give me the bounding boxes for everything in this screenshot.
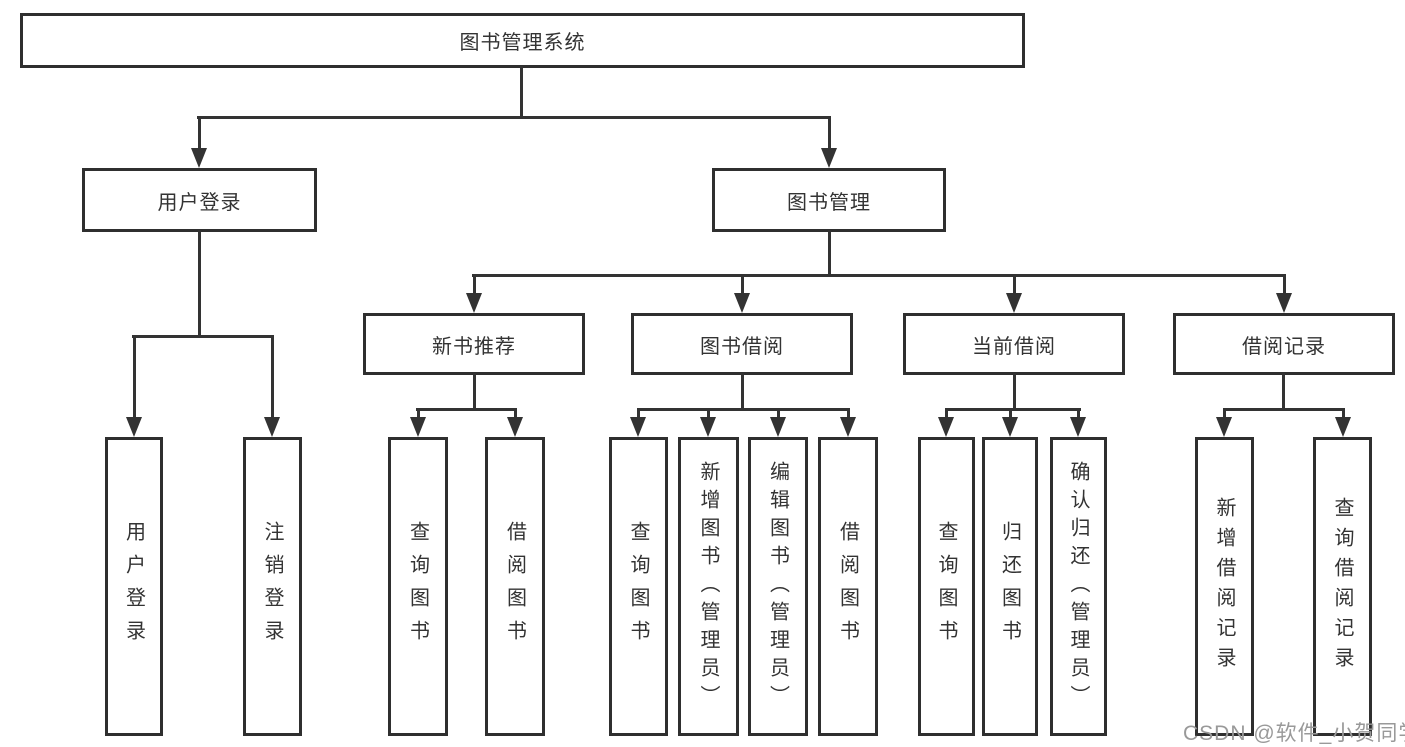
leaf-confirm-return-admin-label: 确认归还（管理员） (1067, 460, 1089, 713)
leaf-query-books-borrowing-label: 查询图书 (627, 520, 649, 653)
arrow-down-icon (264, 417, 280, 437)
leaf-query-books-current-label: 查询图书 (935, 520, 957, 653)
arrow-down-icon (126, 417, 142, 437)
leaf-user-login-label: 用户登录 (122, 520, 145, 653)
leaf-borrow-books: 借阅图书 (818, 437, 878, 736)
arrow-down-icon (840, 417, 856, 437)
arrow-down-icon (1002, 417, 1018, 437)
node-current-borrowing-label: 当前借阅 (972, 335, 1056, 358)
connector-shaft-current-borrow (1013, 274, 1016, 296)
connector-user-login-split (132, 335, 274, 338)
arrow-down-icon (507, 417, 523, 437)
connector-user-login-stem (198, 230, 201, 338)
connector-shaft (847, 408, 850, 420)
arrow-down-icon (770, 417, 786, 437)
arrow-down-icon (410, 417, 426, 437)
connector-shaft (1077, 408, 1080, 420)
node-user-login-label: 用户登录 (157, 191, 242, 214)
leaf-return-books: 归还图书 (982, 437, 1038, 736)
connector-shaft (637, 408, 640, 420)
csdn-watermark: CSDN @软件_小贺同学 (1183, 722, 1405, 745)
node-book-borrowing-label: 图书借阅 (700, 335, 784, 358)
connector-shaft (945, 408, 948, 420)
arrow-down-icon (938, 417, 954, 437)
connector-new-book-split (416, 408, 517, 411)
leaf-query-books-recommend: 查询图书 (388, 437, 448, 736)
arrow-down-icon (1216, 417, 1232, 437)
node-root-label: 图书管理系统 (459, 32, 586, 54)
leaf-user-login: 用户登录 (105, 437, 163, 736)
connector-shaft-new-book (473, 274, 476, 296)
leaf-borrow-books-recommend-label: 借阅图书 (503, 520, 526, 653)
leaf-query-borrow-record: 查询借阅记录 (1313, 437, 1372, 736)
arrow-down-icon (466, 293, 482, 313)
connector-current-borrow-stem (1013, 373, 1016, 411)
connector-shaft (1009, 408, 1012, 420)
arrow-down-icon (1070, 417, 1086, 437)
node-root-library-system: 图书管理系统 (20, 13, 1025, 68)
arrow-down-icon (1335, 417, 1351, 437)
leaf-add-books-admin: 新增图书（管理员） (678, 437, 739, 736)
node-book-management: 图书管理 (712, 168, 946, 232)
connector-root-stem (520, 66, 523, 119)
leaf-borrow-books-recommend: 借阅图书 (485, 437, 545, 736)
arrow-down-icon (734, 293, 750, 313)
connector-shaft-logout-leaf (271, 335, 274, 419)
arrow-down-icon (821, 148, 837, 168)
connector-book-borrow-split (637, 408, 850, 411)
connector-book-mgmt-stem (828, 230, 831, 277)
arrow-down-icon (1006, 293, 1022, 313)
connector-new-book-stem (473, 373, 476, 411)
leaf-borrow-books-label: 借阅图书 (836, 520, 859, 653)
connector-shaft-borrow-records (1283, 274, 1286, 296)
connector-shaft (1342, 408, 1345, 420)
connector-shaft-book-mgmt (828, 116, 831, 152)
connector-shaft (707, 408, 710, 420)
leaf-query-books-recommend-label: 查询图书 (406, 520, 429, 653)
leaf-logout-label: 注销登录 (261, 520, 283, 653)
connector-shaft (514, 408, 517, 420)
connector-shaft-login-leaf (133, 335, 136, 419)
connector-shaft (777, 408, 780, 420)
arrow-down-icon (191, 148, 207, 168)
node-current-borrowing: 当前借阅 (903, 313, 1125, 375)
leaf-add-borrow-record: 新增借阅记录 (1195, 437, 1254, 736)
connector-current-borrow-split (945, 408, 1081, 411)
connector-shaft (417, 408, 420, 420)
node-new-book-recommend-label: 新书推荐 (432, 335, 516, 358)
leaf-confirm-return-admin: 确认归还（管理员） (1050, 437, 1107, 736)
connector-shaft-user-login (198, 116, 201, 152)
connector-records-split (1223, 408, 1345, 411)
connector-records-stem (1282, 373, 1285, 411)
leaf-return-books-label: 归还图书 (998, 520, 1021, 653)
node-book-management-label: 图书管理 (787, 191, 871, 214)
leaf-query-books-borrowing: 查询图书 (609, 437, 668, 736)
connector-level2-split (472, 274, 1286, 277)
arrow-down-icon (630, 417, 646, 437)
arrow-down-icon (700, 417, 716, 437)
node-user-login: 用户登录 (82, 168, 317, 232)
leaf-query-books-current: 查询图书 (918, 437, 975, 736)
leaf-logout: 注销登录 (243, 437, 302, 736)
leaf-edit-books-admin: 编辑图书（管理员） (748, 437, 808, 736)
node-new-book-recommend: 新书推荐 (363, 313, 585, 375)
node-borrowing-records-label: 借阅记录 (1242, 335, 1326, 358)
connector-level1-split (197, 116, 831, 119)
node-borrowing-records: 借阅记录 (1173, 313, 1395, 375)
node-book-borrowing: 图书借阅 (631, 313, 853, 375)
leaf-add-borrow-record-label: 新增借阅记录 (1213, 496, 1235, 677)
leaf-add-books-admin-label: 新增图书（管理员） (697, 460, 719, 713)
leaf-query-borrow-record-label: 查询借阅记录 (1331, 496, 1353, 677)
arrow-down-icon (1276, 293, 1292, 313)
leaf-edit-books-admin-label: 编辑图书（管理员） (766, 460, 789, 713)
connector-book-borrow-stem (741, 373, 744, 411)
connector-shaft-book-borrow (741, 274, 744, 296)
connector-shaft (1223, 408, 1226, 420)
